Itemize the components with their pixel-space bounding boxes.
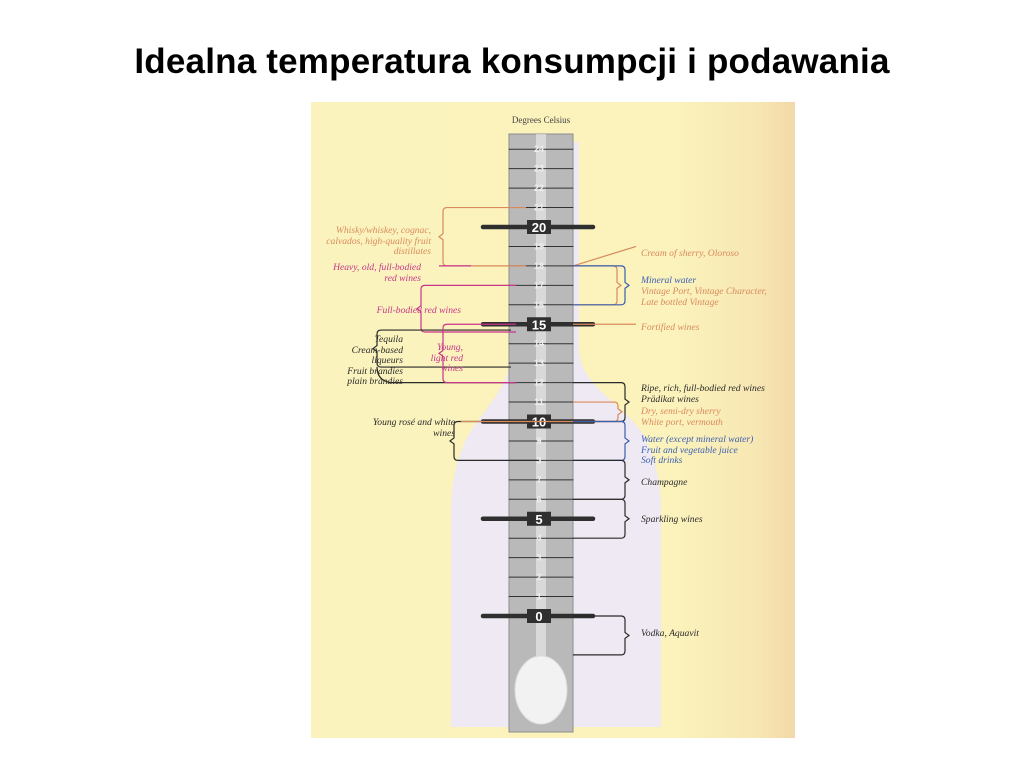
major-tick-badge xyxy=(527,317,551,332)
tick-label: 23 xyxy=(534,164,544,174)
bracket-vodka xyxy=(573,615,630,656)
tick-label: 15 xyxy=(532,317,546,332)
label-whisky: Whisky/whiskey, cognac,calvados, high-qu… xyxy=(326,225,431,258)
bracket-full-red xyxy=(416,284,516,333)
tick-label: 9 xyxy=(536,436,541,446)
label-line: White port, vermouth xyxy=(641,416,723,428)
label-line: light red xyxy=(430,352,463,364)
label-line: Mineral water xyxy=(641,275,697,286)
tick-label: 5 xyxy=(535,512,542,527)
tick-label: 20 xyxy=(532,220,546,235)
tick-label: 19 xyxy=(534,241,544,251)
label-champagne: Champagne xyxy=(641,477,688,489)
label-line: distillates xyxy=(393,246,431,258)
tick-label: 16 xyxy=(534,300,544,310)
label-line: Dry, semi-dry sherry xyxy=(641,406,721,417)
tick-label: 4 xyxy=(536,533,541,543)
bracket-ripe-red xyxy=(573,382,630,423)
thermometer-bulb xyxy=(514,655,568,725)
major-tick-badge xyxy=(527,220,551,234)
tick-label: 6 xyxy=(536,494,541,504)
tick-label: 12 xyxy=(534,378,544,388)
label-fortified: Fortified wines xyxy=(641,322,700,334)
label-line: Fruit and vegetable juice xyxy=(641,444,738,456)
label-line: Vodka, Aquavit xyxy=(641,628,699,639)
label-line: Cream-based xyxy=(351,344,403,356)
label-line: Prädikat wines xyxy=(641,393,699,405)
tick-label: 1 xyxy=(536,592,541,602)
label-line: Fruit brandies xyxy=(347,365,403,377)
thermometer-diagram: 0123456789101112131415161718192021222324… xyxy=(372,115,661,733)
label-cream-sherry: Cream of sherry, Oloroso xyxy=(641,248,739,260)
label-line: Tequila xyxy=(374,334,403,345)
tick-label: 18 xyxy=(534,261,544,271)
label-line: Whisky/whiskey, cognac, xyxy=(335,225,431,236)
tick-label: 13 xyxy=(534,358,544,368)
tick-label: 0 xyxy=(535,609,542,624)
bracket-vintage-port xyxy=(573,265,622,306)
bracket-young-red xyxy=(438,323,516,384)
label-line: Cream of sherry, Oloroso xyxy=(641,248,739,259)
bracket-sparkling xyxy=(573,498,630,539)
tick-label: 2 xyxy=(536,572,541,582)
label-sparkling: Sparkling wines xyxy=(641,514,703,526)
label-water: Water (except mineral water)Fruit and ve… xyxy=(641,434,754,467)
bracket-tequila xyxy=(372,329,511,368)
mercury-column xyxy=(536,134,546,694)
label-line: plain brandies xyxy=(347,376,403,388)
bracket-mineral xyxy=(573,265,630,306)
tick-label: 22 xyxy=(534,183,544,193)
label-vintage-port: Vintage Port, Vintage Character,Late bot… xyxy=(641,286,767,308)
label-line: Champagne xyxy=(641,477,688,488)
label-line: Fortified wines xyxy=(641,322,700,333)
leader-cream-sherry xyxy=(572,245,637,267)
label-line: Heavy, old, full-bodied xyxy=(333,262,421,273)
label-full-bodied-red: Full-bodied red wines xyxy=(376,305,461,317)
tick-label: 11 xyxy=(534,397,544,407)
scale-title: Degrees Celsius xyxy=(512,115,571,125)
label-line: Sparkling wines xyxy=(641,514,703,525)
slide-title: Idealna temperatura konsumpcji i podawan… xyxy=(134,42,890,81)
label-line: liqueurs xyxy=(371,355,403,367)
label-mineral-water: Mineral water xyxy=(641,275,697,287)
tick-label: 3 xyxy=(536,553,541,563)
label-line: Soft drinks xyxy=(641,455,683,467)
label-line: red wines xyxy=(384,272,421,284)
label-line: Water (except mineral water) xyxy=(641,434,754,445)
tick-label: 14 xyxy=(534,339,544,349)
tick-label: 24 xyxy=(534,144,544,154)
major-tick-badge xyxy=(527,609,551,623)
tick-label: 7 xyxy=(536,475,541,485)
tick-label: 17 xyxy=(534,280,544,290)
bracket-rose xyxy=(449,420,539,461)
label-line: calvados, high-quality fruit xyxy=(326,235,431,247)
label-line: Vintage Port, Vintage Character, xyxy=(641,286,767,297)
label-line: Young rosé and white xyxy=(372,417,455,428)
label-line: wines xyxy=(441,363,463,375)
label-line: wines xyxy=(433,427,455,439)
label-line: Young, xyxy=(436,342,463,353)
major-tick-badge xyxy=(527,511,551,526)
bracket-water xyxy=(573,420,630,461)
leader-tequila xyxy=(376,367,516,384)
tick-label: 21 xyxy=(534,203,544,213)
label-line: Full-bodied red wines xyxy=(376,305,461,316)
bracket-champagne xyxy=(573,459,630,500)
label-vodka: Vodka, Aquavit xyxy=(641,628,699,640)
label-line: Late bottled Vintage xyxy=(641,296,719,308)
label-line: Ripe, rich, full-bodied red wines xyxy=(641,383,765,394)
